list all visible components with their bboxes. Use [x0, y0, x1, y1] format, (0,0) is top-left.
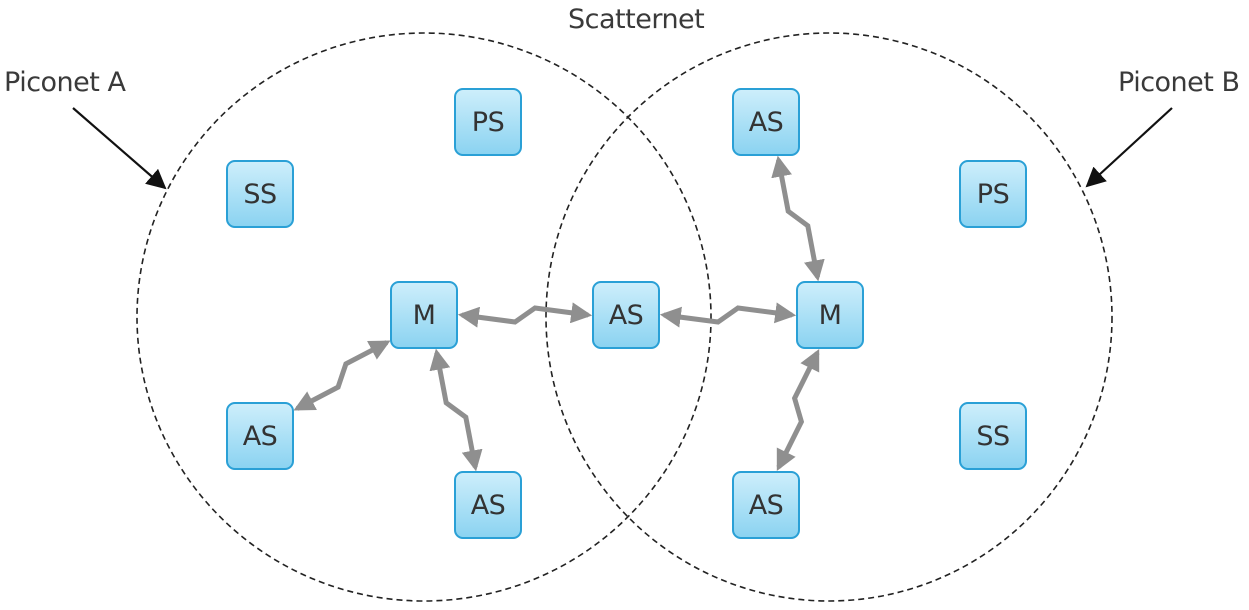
links-layer [293, 155, 825, 472]
piconet-a-label: Piconet A [4, 67, 126, 98]
wireless-link-m-a-as-bridge [457, 302, 593, 328]
wireless-link-m-b-as-b-top [771, 155, 825, 282]
node-m-b: M [796, 281, 864, 349]
wireless-link-m-b-as-bridge [659, 302, 797, 328]
piconet-b-pointer-arrow [1085, 107, 1173, 188]
node-ps-b: PS [959, 160, 1027, 228]
node-as-bridge: AS [592, 281, 660, 349]
node-m-a: M [390, 281, 458, 349]
node-as-b-top: AS [732, 88, 800, 156]
wireless-link-m-a-as-a-bottom [429, 348, 483, 472]
node-as-a-bottom: AS [454, 471, 522, 539]
node-as-a-left: AS [226, 402, 294, 470]
node-as-b-bottom: AS [732, 471, 800, 539]
piconet-a-pointer-arrow [72, 107, 167, 190]
wireless-link-m-a-as-a-left [293, 340, 391, 411]
wireless-link-m-b-as-b-bottom [776, 349, 820, 471]
node-ss-b: SS [959, 402, 1027, 470]
scatternet-title: Scatternet [568, 4, 705, 35]
node-ps-a: PS [454, 88, 522, 156]
node-ss-a: SS [226, 160, 294, 228]
piconet-b-label: Piconet B [1118, 67, 1240, 98]
